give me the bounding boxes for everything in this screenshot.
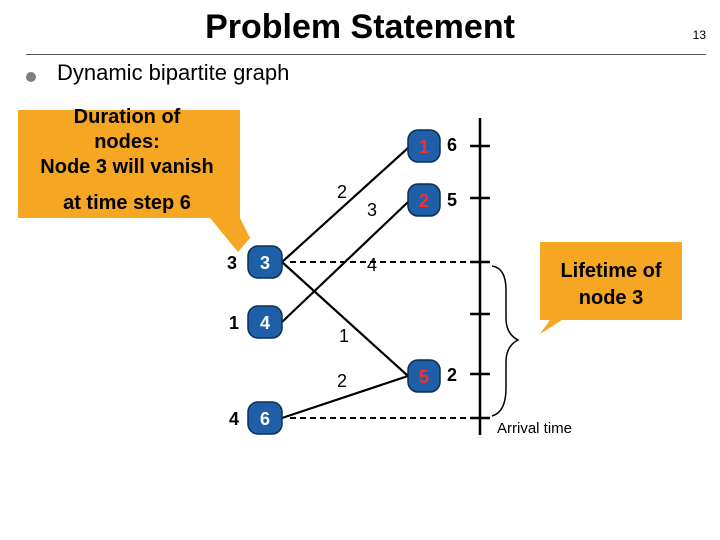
right-node-1-label: 1 bbox=[419, 137, 429, 157]
lifetime-line-2: node 3 bbox=[579, 287, 643, 309]
bullet-text: Dynamic bipartite graph bbox=[57, 60, 290, 85]
slide-title: Problem Statement bbox=[205, 8, 515, 46]
edge-3-5 bbox=[281, 261, 409, 377]
left-node-4-label: 4 bbox=[260, 313, 270, 333]
lifetime-brace bbox=[491, 265, 520, 417]
duration-line-2: nodes: bbox=[94, 131, 160, 153]
edge-weight-2-bottom: 2 bbox=[337, 371, 347, 391]
duration-callout: Duration of nodes: Node 3 will vanish at… bbox=[18, 106, 250, 252]
title-divider bbox=[26, 54, 706, 55]
left-node-4: 4 1 bbox=[229, 305, 283, 339]
duration-line-4: at time step 6 bbox=[63, 192, 191, 214]
lifetime-callout-shape bbox=[540, 242, 682, 334]
left-node-3: 3 3 bbox=[227, 245, 283, 279]
duration-line-3: Node 3 will vanish bbox=[40, 156, 213, 178]
right-node-2-label: 2 bbox=[419, 191, 429, 211]
bullet-icon bbox=[26, 72, 36, 82]
right-node-5: 5 2 bbox=[407, 359, 457, 393]
right-node-2: 2 5 bbox=[407, 183, 457, 217]
left-node-3-label: 3 bbox=[260, 253, 270, 273]
edge-weight-2-top: 2 bbox=[337, 182, 347, 202]
dashed-guides bbox=[290, 261, 480, 419]
left-node-6-label: 6 bbox=[260, 409, 270, 429]
left-node-6-duration: 4 bbox=[229, 409, 239, 429]
right-node-5-label: 5 bbox=[419, 367, 429, 387]
right-node-1: 1 6 bbox=[407, 129, 457, 163]
arrival-time-label: Arrival time bbox=[497, 420, 572, 437]
edge-weight-3: 3 bbox=[367, 200, 377, 220]
right-node-1-duration: 6 bbox=[447, 135, 457, 155]
edge-6-5 bbox=[281, 374, 409, 420]
duration-callout-shape bbox=[18, 110, 250, 252]
edge-weight-1: 1 bbox=[339, 326, 349, 346]
lifetime-line-1: Lifetime of bbox=[560, 260, 661, 282]
timeline bbox=[470, 118, 490, 435]
duration-line-1: Duration of bbox=[74, 106, 181, 128]
left-node-4-duration: 1 bbox=[229, 313, 239, 333]
right-node-2-duration: 5 bbox=[447, 190, 457, 210]
left-node-3-duration: 3 bbox=[227, 253, 237, 273]
edge-weight-4: 4 bbox=[367, 255, 377, 275]
right-node-5-duration: 2 bbox=[447, 365, 457, 385]
left-node-6: 6 4 bbox=[229, 401, 283, 435]
edge-3-1 bbox=[281, 147, 409, 263]
page-number: 13 bbox=[692, 28, 706, 42]
lifetime-callout: Lifetime of node 3 bbox=[540, 242, 682, 334]
